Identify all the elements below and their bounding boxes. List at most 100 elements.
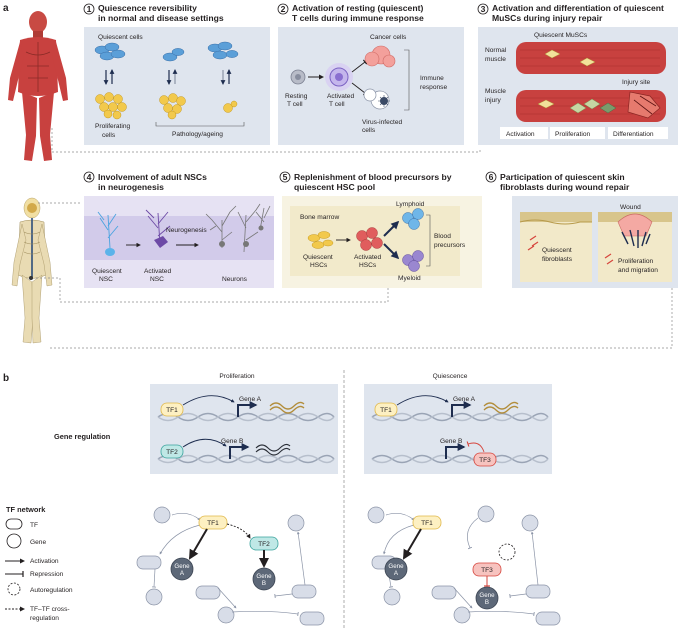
step-proliferation: Proliferation xyxy=(555,131,591,138)
panel-2-title-line2: T cells during immune response xyxy=(292,13,424,23)
virus-label-line1: Virus-infected xyxy=(362,119,403,126)
neurons-label: Neurons xyxy=(222,276,248,283)
panel-6-title-line1: Participation of quiescent skin xyxy=(500,172,625,182)
tf-network-legend: TF network TF Gene Activation Repression… xyxy=(5,505,73,622)
panel-1-title-line1: Quiescence reversibility xyxy=(98,3,197,13)
lymphoid-label: Lymphoid xyxy=(396,201,425,208)
quiescence-heading: Quiescence xyxy=(433,373,468,380)
legend-cross-line2: regulation xyxy=(30,615,59,622)
gene-b-node-quies-line2: B xyxy=(485,599,489,606)
activated-tcell-line1: Activated xyxy=(327,93,354,100)
tf1-gene-reg-prolif: TF1 xyxy=(166,407,178,414)
panel-2-title-line1: Activation of resting (quiescent) xyxy=(292,3,423,13)
gene-a-node-prolif-line2: A xyxy=(180,570,185,577)
quiescent-hsc-line1: Quiescent xyxy=(303,254,333,261)
panel-6: 6 Participation of quiescent skin fibrob… xyxy=(485,171,678,288)
panel-6-title-line2: fibroblasts during wound repair xyxy=(500,182,630,192)
panel-5: 5 Replenishment of blood precursors by q… xyxy=(279,171,482,288)
gene-b-label-quies: Gene B xyxy=(440,438,463,445)
gene-b-node-quies-line1: Gene xyxy=(479,592,495,599)
network-quiescence: TF1 TF3 Gene A Gene B xyxy=(367,505,561,626)
skeleton-figure-icon xyxy=(11,197,53,344)
panel-1-title-line2: in normal and disease settings xyxy=(98,13,224,23)
panel-5-title-line2: quiescent HSC pool xyxy=(294,182,375,192)
panel-b-tag: b xyxy=(3,373,9,384)
panel-3-title-line2: MuSCs during injury repair xyxy=(492,13,603,23)
normal-muscle-line2: muscle xyxy=(485,56,506,63)
wound-label: Wound xyxy=(620,204,641,211)
quiescent-cells-label: Quiescent cells xyxy=(98,34,143,41)
bone-marrow-label: Bone marrow xyxy=(300,214,339,221)
tf3-node-quies: TF3 xyxy=(481,567,493,574)
injury-site-label: Injury site xyxy=(622,79,651,86)
gene-a-node-prolif-line1: Gene xyxy=(174,563,190,570)
proliferation-heading: Proliferation xyxy=(219,373,255,380)
panel-4: 4 Involvement of adult NSCs in neurogene… xyxy=(83,171,274,288)
resting-label-line1: Resting xyxy=(285,93,308,100)
panel-6-number: 6 xyxy=(489,172,494,182)
activated-tcell-line2: T cell xyxy=(329,101,345,108)
activated-nsc-line2: NSC xyxy=(150,276,164,283)
gene-a-node-quies-line2: A xyxy=(394,570,399,577)
panel-a-tag: a xyxy=(3,3,9,14)
gene-reg-quiescence: TF1 Gene A TF3 Gene B xyxy=(364,384,552,474)
panel-5-number: 5 xyxy=(283,172,288,182)
tf1-node-quies: TF1 xyxy=(421,520,433,527)
gene-a-label-quies: Gene A xyxy=(453,396,476,403)
blood-label-line1: Blood xyxy=(434,233,451,240)
proliferating-label-line2: cells xyxy=(102,132,116,139)
panel-3-number: 3 xyxy=(481,4,486,14)
muscle-injury-line1: Muscle xyxy=(485,88,506,95)
tf1-gene-reg-quies: TF1 xyxy=(380,407,392,414)
quiescent-hsc-line2: HSCs xyxy=(310,262,328,269)
panel-2-number: 2 xyxy=(281,4,286,14)
legend-gene: Gene xyxy=(30,539,46,546)
gene-b-label-prolif: Gene B xyxy=(221,438,244,445)
prolif-migration-line1: Proliferation xyxy=(618,258,654,265)
muscle-figure-icon xyxy=(8,11,68,161)
gene-a-node-quies-line1: Gene xyxy=(388,563,404,570)
dashed-connectors xyxy=(36,128,673,349)
step-activation: Activation xyxy=(506,131,535,138)
quiescent-nsc-line2: NSC xyxy=(99,276,113,283)
quiescent-fib-line2: fibroblasts xyxy=(542,256,573,263)
immune-label-line1: Immune xyxy=(420,75,444,82)
cancer-cells-label: Cancer cells xyxy=(370,34,407,41)
panel-3-title-line1: Activation and differentiation of quiesc… xyxy=(492,3,664,13)
panel-4-title-line2: in neurogenesis xyxy=(98,182,164,192)
legend-title: TF network xyxy=(6,505,46,514)
prolif-migration-line2: and migration xyxy=(618,267,658,274)
quiescent-fib-line1: Quiescent xyxy=(542,247,572,254)
panel-2: 2 Activation of resting (quiescent) T ce… xyxy=(277,3,464,145)
panel-4-number: 4 xyxy=(87,172,92,182)
resting-label-line2: T cell xyxy=(287,101,303,108)
neurogenesis-label: Neurogenesis xyxy=(166,227,207,234)
panel-1-number: 1 xyxy=(87,4,92,14)
tf2-gene-reg-prolif: TF2 xyxy=(166,449,178,456)
panel-1: 1 Quiescence reversibility in normal and… xyxy=(83,3,270,145)
tf1-node-prolif: TF1 xyxy=(207,520,219,527)
myeloid-label: Myeloid xyxy=(398,275,421,282)
proliferating-label-line1: Proliferating xyxy=(95,123,131,130)
quiescent-nsc-line1: Quiescent xyxy=(92,268,122,275)
pathology-label: Pathology/ageing xyxy=(172,131,223,138)
activated-nsc-line1: Activated xyxy=(144,268,171,275)
legend-tf: TF xyxy=(30,522,38,529)
activated-hsc-line2: HSCs xyxy=(359,262,377,269)
network-proliferation: TF1 TF2 Gene A Gene B xyxy=(136,506,325,626)
blood-label-line2: precursors xyxy=(434,242,466,249)
panel-4-title-line1: Involvement of adult NSCs xyxy=(98,172,207,182)
gene-reg-proliferation: TF1 Gene A TF2 Gene B xyxy=(150,384,338,474)
normal-muscle-line1: Normal xyxy=(485,47,507,54)
musc-label: Quiescent MuSCs xyxy=(534,32,588,39)
activated-hsc-line1: Activated xyxy=(354,254,381,261)
immune-label-line2: response xyxy=(420,84,447,91)
panel-5-title-line1: Replenishment of blood precursors by xyxy=(294,172,452,182)
legend-repression: Repression xyxy=(30,571,64,578)
gene-a-label-prolif: Gene A xyxy=(239,396,262,403)
legend-cross-line1: TF–TF cross- xyxy=(30,606,70,613)
gene-b-node-prolif-line2: B xyxy=(262,580,266,587)
tf2-node-prolif: TF2 xyxy=(258,541,270,548)
legend-autoregulation: Autoregulation xyxy=(30,587,73,594)
